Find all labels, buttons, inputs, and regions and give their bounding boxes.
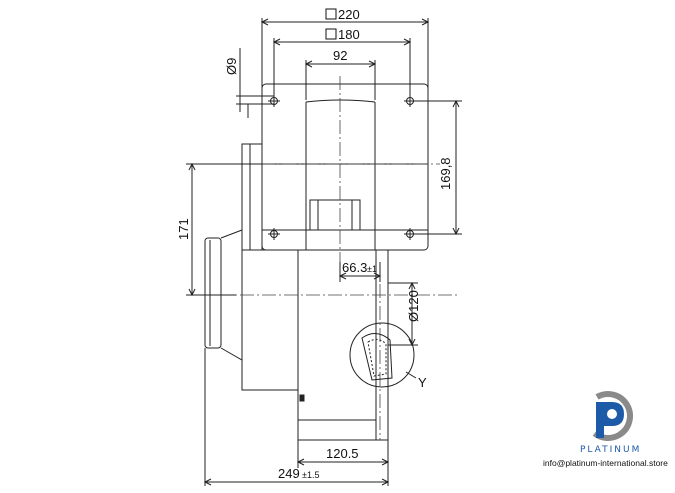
dimension-outlet-width [304, 60, 377, 100]
brand-email: info@platinum-international.store [543, 458, 668, 468]
dim-depth-total-tolerance: ±1.5 [302, 470, 319, 480]
platinum-logo [583, 391, 633, 441]
centre-lines [196, 76, 460, 440]
flange-plate [261, 83, 429, 251]
dimension-depth-partial [296, 430, 390, 486]
dim-width-holes: 180 [338, 27, 360, 42]
dim-height-holes: 169,8 [438, 157, 453, 190]
dim-width-outer: 220 [338, 7, 360, 22]
mounting-holes [268, 95, 416, 240]
dimension-hole-diameter [236, 48, 274, 118]
dim-axis-height: 171 [176, 218, 191, 240]
square-symbol [325, 8, 337, 20]
dim-hole-diameter: Ø9 [224, 58, 239, 75]
brand-name: PLATINUM [580, 445, 641, 455]
dim-inlet-diameter: Ø120 [406, 290, 421, 322]
dimension-offset [338, 262, 382, 282]
dim-offset-tolerance: ±1 [367, 264, 377, 274]
dimension-axis-height [186, 162, 262, 297]
dimension-height-holes [414, 99, 462, 236]
dim-offset-value: 66.3 [342, 260, 367, 275]
dimension-width-outer [260, 18, 430, 90]
dimension-depth-total [203, 348, 390, 486]
detail-label: Y [418, 375, 427, 390]
square-symbol [325, 28, 337, 40]
dim-depth-partial: 120.5 [326, 446, 359, 461]
detail-y [349, 322, 417, 388]
dim-depth-total: 249 [278, 466, 300, 481]
housing-side-view [204, 143, 389, 441]
dim-outlet-width: 92 [333, 48, 347, 63]
dimension-width-holes [272, 38, 412, 100]
